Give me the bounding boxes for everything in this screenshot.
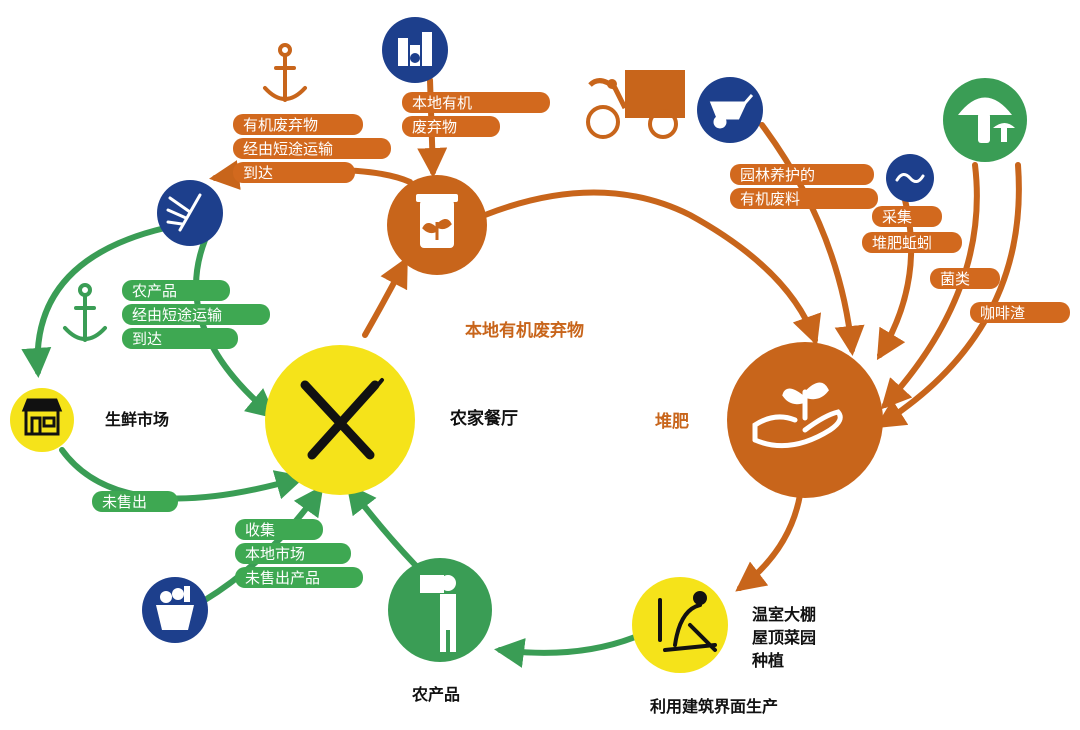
mushroom-icon bbox=[958, 97, 1015, 143]
pill-waste-transport-1: 有机废弃物 bbox=[233, 114, 363, 135]
pill-local-waste-2-text: 废弃物 bbox=[412, 118, 457, 136]
pill-local-waste-1-text: 本地有机 bbox=[412, 94, 472, 112]
pill-produce-transport-3-text: 到达 bbox=[132, 330, 162, 348]
node-waste-bin bbox=[387, 175, 487, 275]
pill-worm-1: 采集 bbox=[872, 206, 942, 227]
label-produce: 农产品 bbox=[411, 685, 460, 704]
pill-garden-2-text: 有机废料 bbox=[740, 190, 800, 208]
pill-produce-transport-2-text: 经由短途运输 bbox=[132, 306, 222, 324]
flow-arrows bbox=[21, 77, 1022, 668]
rake-icon bbox=[166, 193, 202, 232]
hand-sprout-icon bbox=[752, 382, 843, 449]
pill-collect-2: 本地市场 bbox=[235, 543, 351, 564]
label-market: 生鲜市场 bbox=[105, 410, 169, 429]
pill-waste-transport-3-text: 到达 bbox=[243, 164, 273, 182]
arrow-waste-to-compost bbox=[482, 189, 822, 346]
node-mushroom bbox=[943, 78, 1027, 162]
farmer-crate-icon bbox=[420, 575, 456, 652]
pill-produce-transport-1-text: 农产品 bbox=[132, 282, 177, 300]
pill-waste-transport-1-text: 有机废弃物 bbox=[243, 116, 318, 134]
node-delivery-bike bbox=[586, 70, 685, 139]
pill-collect-3: 未售出产品 bbox=[235, 567, 363, 588]
arrow-compost-to-greenhouse bbox=[735, 492, 803, 592]
node-compost bbox=[727, 342, 883, 498]
waste-bin-sprout-icon bbox=[416, 194, 458, 248]
pill-coffee-text: 咖啡渣 bbox=[980, 304, 1025, 322]
node-greenhouse bbox=[632, 577, 728, 673]
pill-produce-transport-3: 到达 bbox=[122, 328, 238, 349]
local-factory-icon bbox=[398, 32, 432, 66]
node-wheelbarrow bbox=[697, 77, 763, 143]
pill-collect-3-text: 未售出产品 bbox=[245, 569, 320, 587]
pill-collect-2-text: 本地市场 bbox=[245, 545, 305, 563]
arrow-rake-to-market bbox=[21, 225, 168, 378]
pill-produce-transport-1: 农产品 bbox=[122, 280, 230, 301]
anchor-icon bbox=[63, 283, 107, 342]
pill-unsold-text: 未售出 bbox=[102, 493, 147, 511]
wheelbarrow-icon bbox=[709, 94, 754, 129]
pill-waste-transport-3: 到达 bbox=[233, 162, 355, 183]
node-produce bbox=[388, 558, 492, 662]
label-restaurant: 农家餐厅 bbox=[449, 408, 518, 429]
arrow-produce-to-restaurant bbox=[346, 483, 428, 578]
pill-fungi-text: 菌类 bbox=[940, 270, 970, 288]
pill-unsold: 未售出 bbox=[92, 491, 178, 512]
pill-waste-transport-2-text: 经由短途运输 bbox=[243, 140, 333, 158]
pill-garden-1-text: 园林养护的 bbox=[740, 166, 815, 184]
anchor-icon bbox=[263, 43, 307, 102]
pill-collect-1-text: 收集 bbox=[245, 521, 275, 539]
node-worm bbox=[886, 154, 934, 202]
farmer-planting-icon bbox=[658, 591, 717, 652]
arrow-greenhouse-to-produce bbox=[494, 632, 643, 668]
pill-fungi: 菌类 bbox=[930, 268, 1000, 289]
node-market bbox=[10, 388, 74, 452]
pill-waste-transport-2: 经由短途运输 bbox=[233, 138, 391, 159]
label-greenhouse-line-1: 温室大棚 bbox=[751, 605, 816, 624]
arrow-rake-to-restaurant bbox=[193, 237, 277, 419]
produce-basket-icon bbox=[156, 586, 194, 630]
fork-knife-icon bbox=[300, 378, 384, 460]
node-basket bbox=[142, 577, 208, 643]
label-greenhouse-line-3: 种植 bbox=[751, 651, 784, 670]
pill-garden-1: 园林养护的 bbox=[730, 164, 874, 185]
node-local-factory bbox=[382, 17, 448, 83]
pill-coffee: 咖啡渣 bbox=[970, 302, 1070, 323]
pill-worm-1-text: 采集 bbox=[882, 208, 912, 226]
label-greenhouse-node: 利用建筑界面生产 bbox=[650, 697, 778, 716]
pill-worm-2-text: 堆肥蚯蚓 bbox=[872, 234, 932, 252]
pill-garden-2: 有机废料 bbox=[730, 188, 878, 209]
arrow-garden-to-compost bbox=[759, 122, 865, 356]
pill-collect-1: 收集 bbox=[235, 519, 323, 540]
pill-labels: 有机废弃物经由短途运输到达本地有机废弃物农产品经由短途运输到达未售出收集本地市场… bbox=[92, 92, 1070, 588]
arrow-restaurant-to-waste bbox=[362, 256, 408, 338]
worm-icon bbox=[895, 173, 925, 183]
label-compost: 堆肥 bbox=[655, 411, 689, 432]
pill-produce-transport-2: 经由短途运输 bbox=[122, 304, 270, 325]
storefront-icon bbox=[21, 398, 63, 436]
node-rake bbox=[157, 180, 223, 246]
arrow-market-to-restaurant bbox=[59, 447, 306, 502]
pill-local-waste-2: 废弃物 bbox=[402, 116, 500, 137]
node-restaurant bbox=[265, 345, 415, 495]
pill-local-waste-1: 本地有机 bbox=[402, 92, 550, 113]
cargo-bike-icon bbox=[586, 70, 685, 139]
pill-worm-2: 堆肥蚯蚓 bbox=[862, 232, 962, 253]
label-greenhouse-line-2: 屋顶菜园 bbox=[752, 628, 816, 647]
label-organic-waste-center: 本地有机废弃物 bbox=[465, 320, 584, 341]
